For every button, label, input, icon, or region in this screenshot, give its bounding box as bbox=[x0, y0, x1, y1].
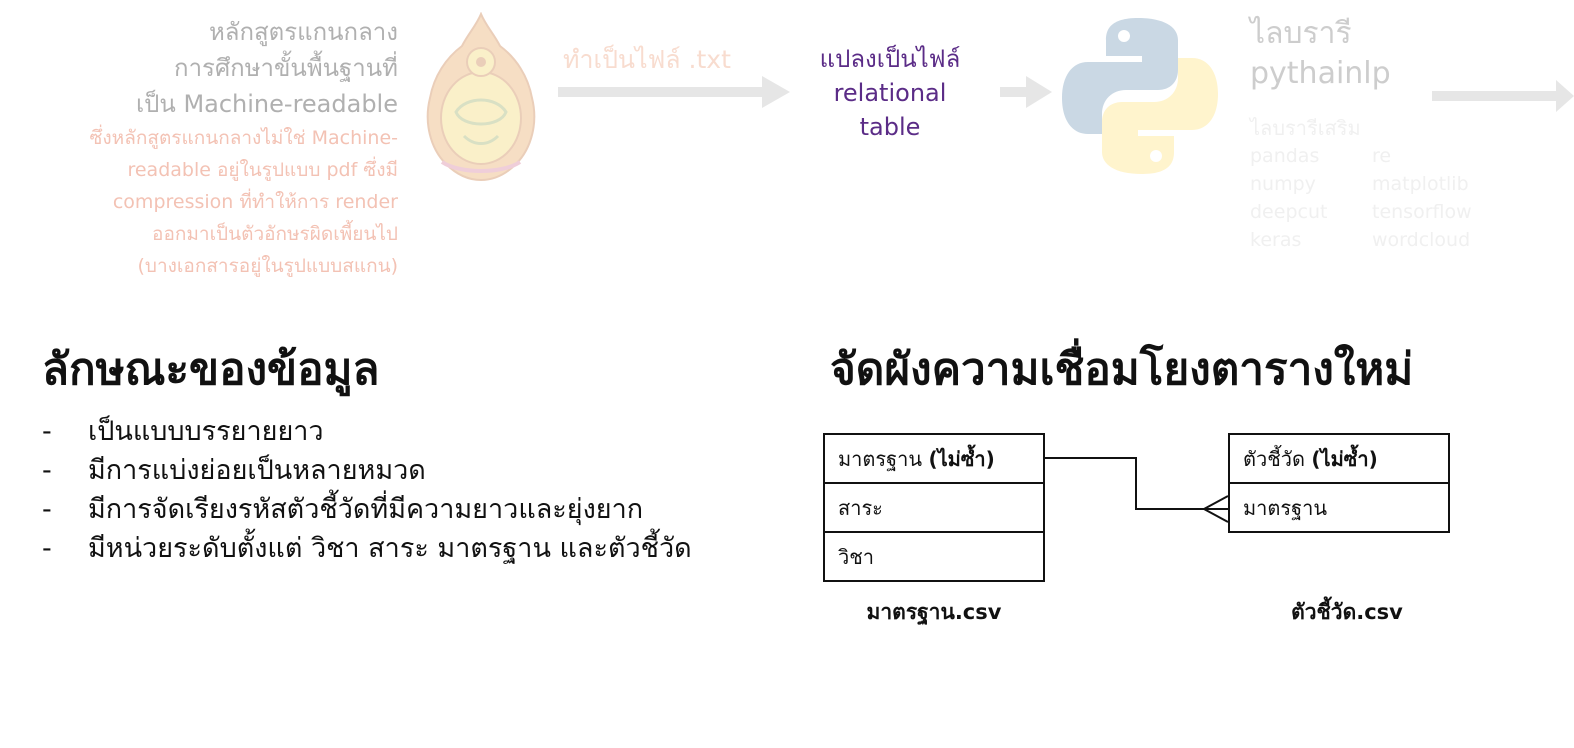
field-label: มาตรฐาน bbox=[1243, 495, 1328, 520]
list-item-text: มีหน่วยระดับตั้งแต่ วิชา สาระ มาตรฐาน แล… bbox=[88, 533, 692, 564]
bullet-dash: - bbox=[42, 494, 52, 525]
source-description: หลักสูตรแกนกลาง การศึกษาขั้นพื้นฐานที่ เ… bbox=[20, 14, 399, 282]
table-row: สาระ bbox=[825, 482, 1043, 531]
primary-key-note: (ไม่ซ้ำ) bbox=[1311, 446, 1378, 471]
source-desc-line: readable อยู่ในรูปแบบ pdf ซึ่งมี bbox=[127, 159, 398, 181]
library-title: ไลบรารี pythainlp bbox=[1250, 14, 1391, 94]
primary-key-note: (ไม่ซ้ำ) bbox=[928, 446, 995, 471]
indicator-table: ตัวชี้วัด (ไม่ซ้ำ) มาตรฐาน bbox=[1228, 433, 1450, 533]
library-item: keras bbox=[1250, 229, 1302, 251]
source-desc-line: compression ที่ทำให้การ render bbox=[112, 191, 398, 213]
flow-arrow-icon bbox=[1432, 80, 1574, 112]
schema-title: จัดผังความเชื่อมโยงตารางใหม่ bbox=[830, 344, 1414, 395]
library-item: re bbox=[1372, 145, 1392, 167]
library-list: pandas re numpy matplotlib deepcut tenso… bbox=[1250, 142, 1510, 254]
source-desc-line: (บางเอกสารอยู่ในรูปแบบสแกน) bbox=[137, 255, 399, 277]
library-item: numpy bbox=[1250, 173, 1316, 195]
bullet-dash: - bbox=[42, 455, 52, 486]
source-title-line: เป็น Machine-readable bbox=[135, 90, 398, 118]
source-desc-line: ออกมาเป็นตัวอักษรผิดเพี้ยนไป bbox=[152, 223, 398, 245]
source-title-line: การศึกษาขั้นพื้นฐานที่ bbox=[174, 54, 398, 82]
list-item: - เป็นแบบบรรยายยาว bbox=[42, 412, 692, 451]
data-characteristics-list: - เป็นแบบบรรยายยาว - มีการแบ่งย่อยเป็นหลาย… bbox=[42, 412, 692, 568]
table-row: มาตรฐาน bbox=[1230, 482, 1448, 531]
primary-key-label: มาตรฐาน bbox=[838, 446, 923, 471]
list-item: - มีการแบ่งย่อยเป็นหลายหมวด bbox=[42, 451, 692, 490]
list-item-text: เป็นแบบบรรยายยาว bbox=[88, 416, 324, 447]
ministry-seal-icon bbox=[426, 12, 536, 182]
step-relational-line: แปลงเป็นไฟล์ bbox=[819, 45, 961, 73]
list-item-text: มีการแบ่งย่อยเป็นหลายหมวด bbox=[88, 455, 426, 486]
indicator-table-caption: ตัวชี้วัด.csv bbox=[1291, 600, 1403, 624]
library-item: deepcut bbox=[1250, 201, 1328, 223]
step-relational-line: table bbox=[859, 113, 921, 141]
flow-arrow-icon bbox=[558, 76, 790, 108]
table-row: ตัวชี้วัด (ไม่ซ้ำ) bbox=[1230, 435, 1448, 482]
python-logo-icon bbox=[1062, 18, 1218, 174]
field-label: สาระ bbox=[838, 495, 883, 520]
primary-key-label: ตัวชี้วัด bbox=[1243, 446, 1306, 471]
flow-arrow-icon bbox=[1000, 76, 1052, 108]
data-characteristics-title: ลักษณะของข้อมูล bbox=[42, 344, 380, 395]
table-row: มาตรฐาน (ไม่ซ้ำ) bbox=[825, 435, 1043, 482]
list-item: - มีการจัดเรียงรหัสตัวชี้วัดที่มีความยาวแ… bbox=[42, 490, 692, 529]
standard-table: มาตรฐาน (ไม่ซ้ำ) สาระ วิชา bbox=[823, 433, 1045, 582]
bullet-dash: - bbox=[42, 416, 52, 447]
library-title-line: pythainlp bbox=[1250, 56, 1391, 91]
bullet-dash: - bbox=[42, 533, 52, 564]
library-item: tensorflow bbox=[1372, 201, 1472, 223]
field-label: วิชา bbox=[838, 544, 875, 569]
list-item-text: มีการจัดเรียงรหัสตัวชี้วัดที่มีความยาวแล… bbox=[88, 494, 644, 525]
table-row: วิชา bbox=[825, 531, 1043, 580]
library-item: pandas bbox=[1250, 145, 1320, 167]
one-to-many-connector bbox=[1043, 457, 1229, 523]
library-item: wordcloud bbox=[1372, 229, 1471, 251]
source-title-line: หลักสูตรแกนกลาง bbox=[208, 18, 398, 46]
source-desc-line: ซึ่งหลักสูตรแกนกลางไม่ใช่ Machine- bbox=[89, 127, 399, 149]
extra-library-label: ไลบรารีเสริม bbox=[1250, 116, 1361, 140]
step-relational-table: แปลงเป็นไฟล์ relational table bbox=[800, 42, 980, 144]
library-title-line: ไลบรารี bbox=[1250, 16, 1352, 51]
standard-table-caption: มาตรฐาน.csv bbox=[866, 600, 1002, 624]
list-item: - มีหน่วยระดับตั้งแต่ วิชา สาระ มาตรฐาน แ… bbox=[42, 529, 692, 568]
step-make-txt: ทำเป็นไฟล์ .txt bbox=[563, 45, 731, 74]
step-relational-line: relational bbox=[833, 79, 947, 107]
library-item: matplotlib bbox=[1372, 173, 1469, 195]
